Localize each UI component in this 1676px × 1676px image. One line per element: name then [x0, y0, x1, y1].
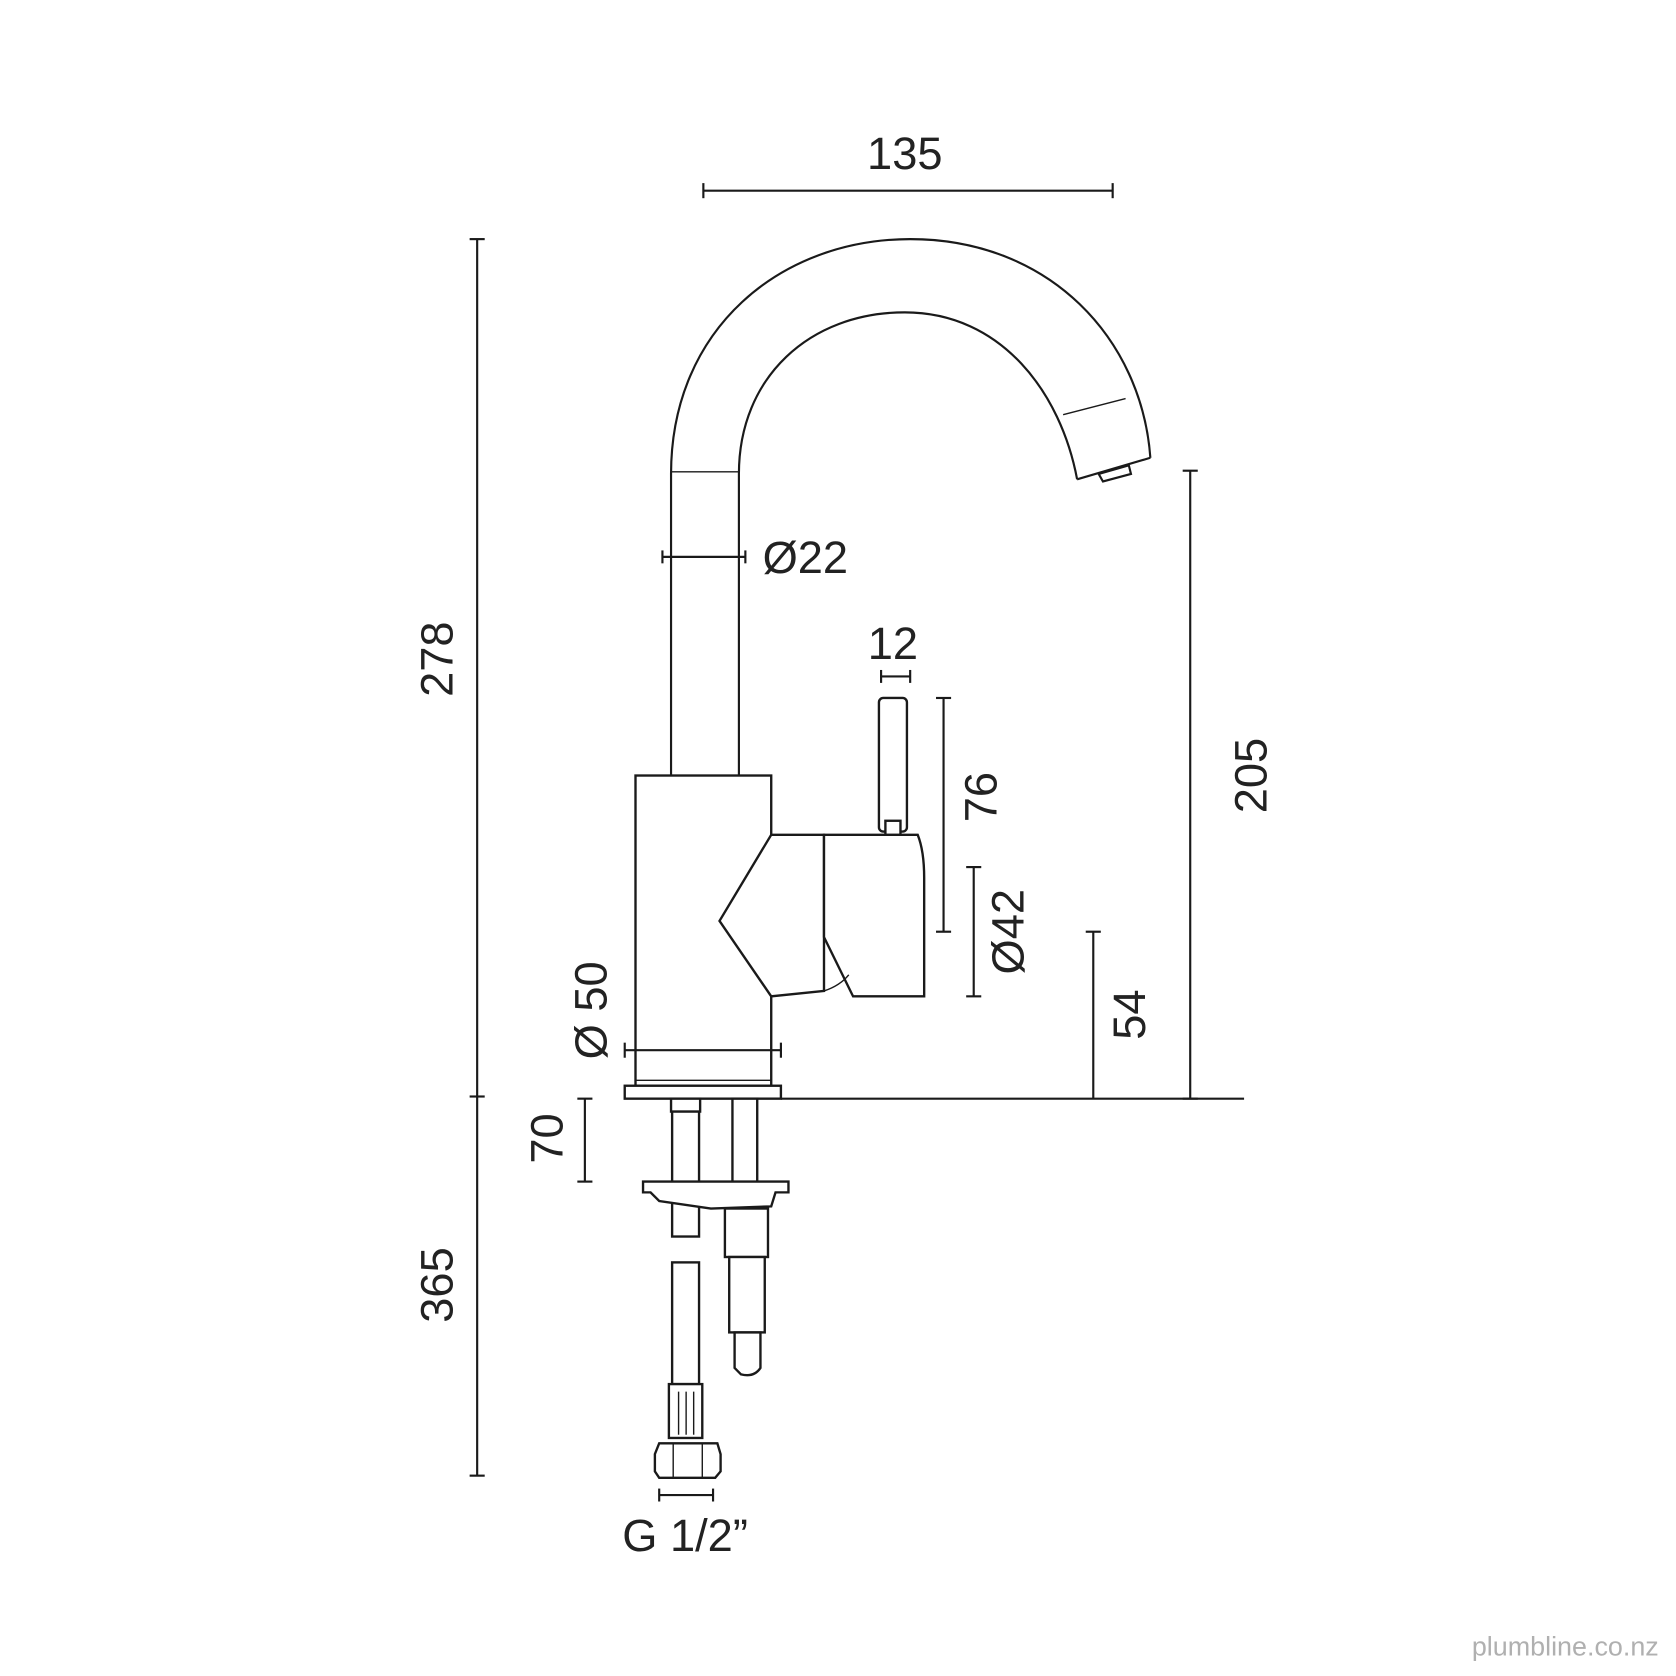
dimension-label: 70 — [521, 1113, 572, 1163]
dimension-total-height: 278 — [411, 238, 485, 1098]
dimension-spout-reach: 135 — [702, 128, 1114, 199]
dimension-handle-height: 54 — [1085, 930, 1155, 1099]
flexible-hose — [653, 1097, 722, 1479]
lever-rod — [877, 696, 909, 836]
dimension-lever-width: 12 — [868, 618, 918, 683]
dimension-label: 54 — [1104, 989, 1155, 1039]
dimension-label: Ø 50 — [565, 961, 616, 1059]
dimension-lever-height: 76 — [936, 696, 1006, 933]
watermark: plumbline.co.nz — [1472, 1632, 1659, 1662]
dimension-label: Ø42 — [982, 889, 1033, 974]
dimension-spout-diameter: Ø22 — [661, 532, 848, 583]
dimension-spout-height: 205 — [1182, 469, 1277, 1100]
dimension-hose-length: 365 — [411, 1096, 485, 1477]
dimension-label: 365 — [411, 1247, 462, 1322]
dimension-handle-diameter: Ø42 — [966, 866, 1033, 998]
dimension-label: 135 — [867, 128, 942, 179]
dimension-label: 205 — [1226, 738, 1277, 813]
dimension-body-diameter: Ø 50 — [565, 961, 782, 1059]
dimension-deck-thickness: 70 — [521, 1097, 593, 1183]
dimension-connection: G 1/2” — [622, 1488, 748, 1561]
dimension-label: G 1/2” — [622, 1510, 748, 1561]
mounting-stud — [641, 1097, 790, 1377]
dimension-label: 12 — [868, 618, 918, 669]
dimension-label: 278 — [411, 621, 462, 696]
dimension-label: Ø22 — [763, 532, 848, 583]
spout — [669, 238, 1152, 776]
mixer-handle — [718, 833, 926, 998]
dimension-label: 76 — [955, 772, 1006, 822]
